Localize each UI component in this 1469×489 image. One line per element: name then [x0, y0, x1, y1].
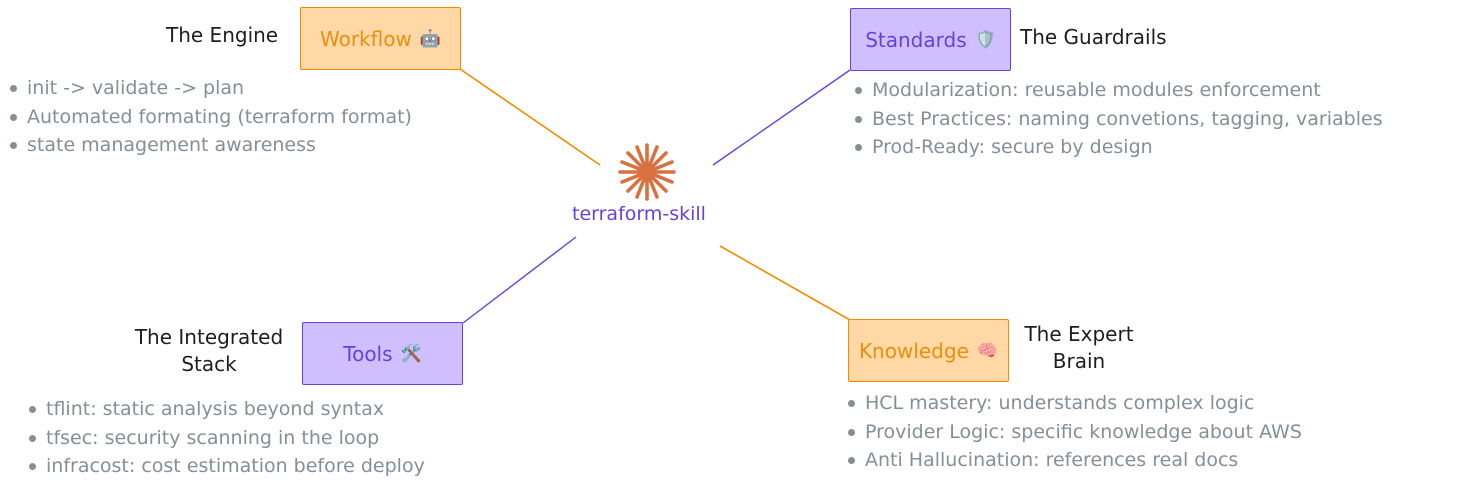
robot-icon: 🤖: [419, 28, 441, 49]
list-item: state management awareness: [8, 131, 412, 160]
connector-knowledge: [719, 245, 851, 321]
list-item: Modularization: reusable modules enforce…: [853, 76, 1383, 105]
connector-tools: [462, 236, 577, 324]
brain-icon: 🧠: [976, 340, 999, 361]
workflow-node[interactable]: Workflow 🤖: [300, 7, 461, 70]
shield-icon: 🛡️: [974, 29, 996, 50]
tools-bullet-list: tflint: static analysis beyond syntax tf…: [27, 395, 425, 481]
list-item: Provider Logic: specific knowledge about…: [846, 418, 1302, 447]
center-topic-label: terraform-skill: [572, 203, 706, 225]
tools-icon: 🛠️: [400, 343, 422, 364]
list-item: init -> validate -> plan: [8, 74, 412, 103]
list-item: Best Practices: naming convetions, taggi…: [853, 105, 1383, 134]
standards-caption: The Guardrails: [1020, 25, 1167, 49]
knowledge-node[interactable]: Knowledge 🧠: [848, 319, 1009, 382]
knowledge-bullet-list: HCL mastery: understands complex logic P…: [846, 389, 1302, 475]
workflow-caption: The Engine: [166, 23, 279, 47]
knowledge-caption-line1: The Expert: [1024, 322, 1134, 346]
connector-standards: [712, 69, 851, 166]
asterisk-burst-icon: [618, 143, 676, 201]
tools-caption-line2: Stack: [181, 352, 237, 376]
knowledge-caption: The Expert Brain: [1010, 321, 1148, 375]
tools-node[interactable]: Tools 🛠️: [302, 322, 463, 385]
list-item: Prod-Ready: secure by design: [853, 133, 1383, 162]
standards-bullet-list: Modularization: reusable modules enforce…: [853, 76, 1383, 162]
list-item: HCL mastery: understands complex logic: [846, 389, 1302, 418]
list-item: infracost: cost estimation before deploy: [27, 452, 425, 481]
tools-caption-line1: The Integrated: [134, 325, 284, 349]
tools-label: Tools: [343, 341, 393, 366]
list-item: tfsec: security scanning in the loop: [27, 424, 425, 453]
standards-node[interactable]: Standards 🛡️: [850, 8, 1011, 71]
workflow-bullet-list: init -> validate -> plan Automated forma…: [8, 74, 412, 160]
connector-workflow: [459, 68, 601, 166]
workflow-label: Workflow: [319, 26, 412, 51]
knowledge-label: Knowledge: [858, 338, 969, 363]
knowledge-caption-line2: Brain: [1052, 349, 1106, 373]
tools-caption: The Integrated Stack: [120, 324, 298, 378]
list-item: Anti Hallucination: references real docs: [846, 446, 1302, 475]
list-item: Automated formating (terraform format): [8, 103, 412, 132]
list-item: tflint: static analysis beyond syntax: [27, 395, 425, 424]
standards-label: Standards: [865, 27, 967, 52]
